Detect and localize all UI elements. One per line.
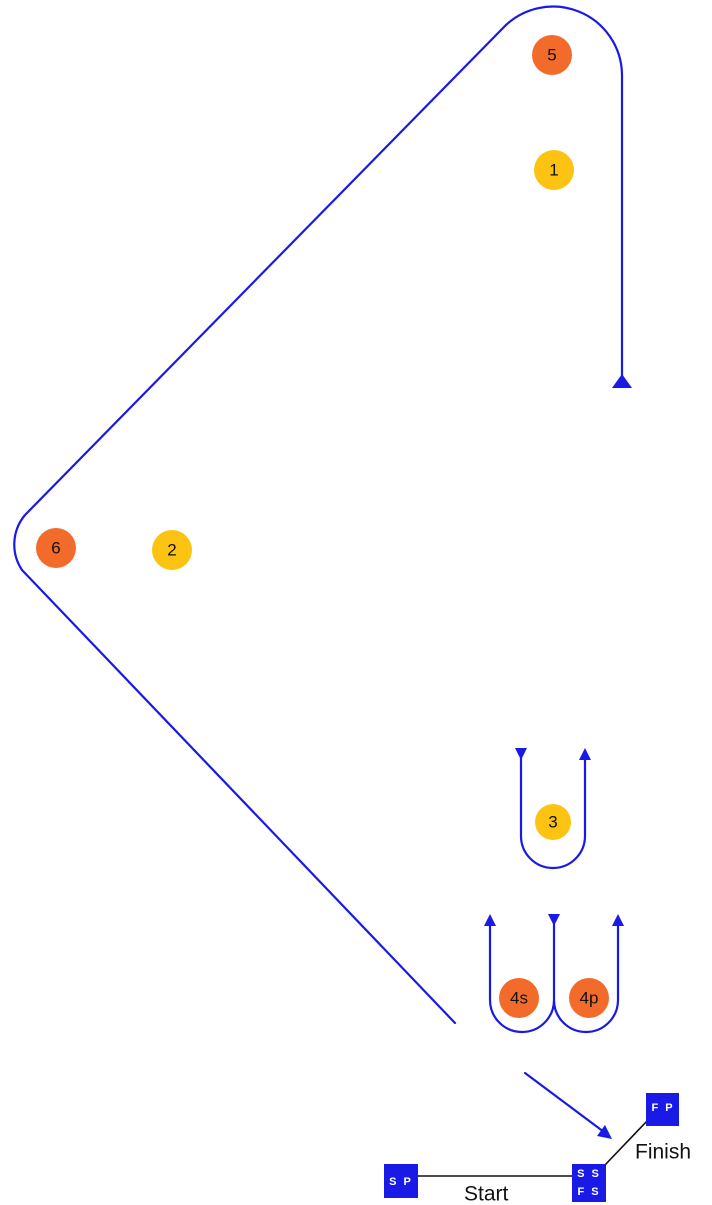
finish-pin-flag: F P [646, 1093, 679, 1126]
mark-label-6: 6 [51, 539, 60, 558]
mark-label-4s: 4s [510, 989, 528, 1008]
svg-text:S P: S P [389, 1176, 413, 1188]
mark-1: 1 [534, 150, 574, 190]
mark-buoy-6 [36, 528, 76, 568]
mark-buoy-1 [534, 150, 574, 190]
start-label: Start [464, 1183, 509, 1205]
mark-label-1: 1 [549, 161, 558, 180]
route-arrowhead-down-3 [515, 748, 527, 760]
start-pin-flag: S P [384, 1164, 418, 1198]
mark-6: 6 [36, 528, 76, 568]
route-arrowhead-upwind [612, 374, 632, 388]
mark-5: 5 [532, 35, 572, 75]
course-route-main [13, 5, 624, 1025]
svg-text:S S: S S [577, 1168, 601, 1180]
svg-text:F S: F S [577, 1186, 600, 1198]
mark-3: 3 [535, 804, 571, 840]
mark-label-2: 2 [167, 541, 176, 560]
route-arrowhead-up-4s [484, 914, 496, 926]
mark-buoy-3 [535, 804, 571, 840]
mark-label-5: 5 [547, 46, 556, 65]
mark-label-3: 3 [548, 813, 557, 832]
route-arrowhead-up-4p [612, 914, 624, 926]
route-arrowhead-down-4 [548, 914, 560, 926]
mark-buoy-2 [152, 530, 192, 570]
course-route-mark-3-loop [519, 750, 587, 870]
finish-label: Finish [635, 1141, 691, 1164]
mark-buoy-4s [499, 978, 539, 1018]
mark-buoy-5 [532, 35, 572, 75]
start-finish-boat-flag: S S F S [572, 1164, 606, 1202]
svg-text:F P: F P [651, 1102, 674, 1114]
route-arrowhead-finish [597, 1125, 612, 1139]
route-arrowhead-up-3 [579, 748, 591, 760]
mark-4p: 4p [569, 978, 609, 1018]
course-route-to-finish [523, 1071, 606, 1134]
course-marks: 5 1 6 2 3 4s 4p [36, 35, 609, 1018]
finish-line [603, 1119, 649, 1167]
mark-2: 2 [152, 530, 192, 570]
course-route-mark-4-loops [488, 916, 620, 1034]
mark-4s: 4s [499, 978, 539, 1018]
mark-label-4p: 4p [580, 989, 599, 1008]
mark-buoy-4p [569, 978, 609, 1018]
